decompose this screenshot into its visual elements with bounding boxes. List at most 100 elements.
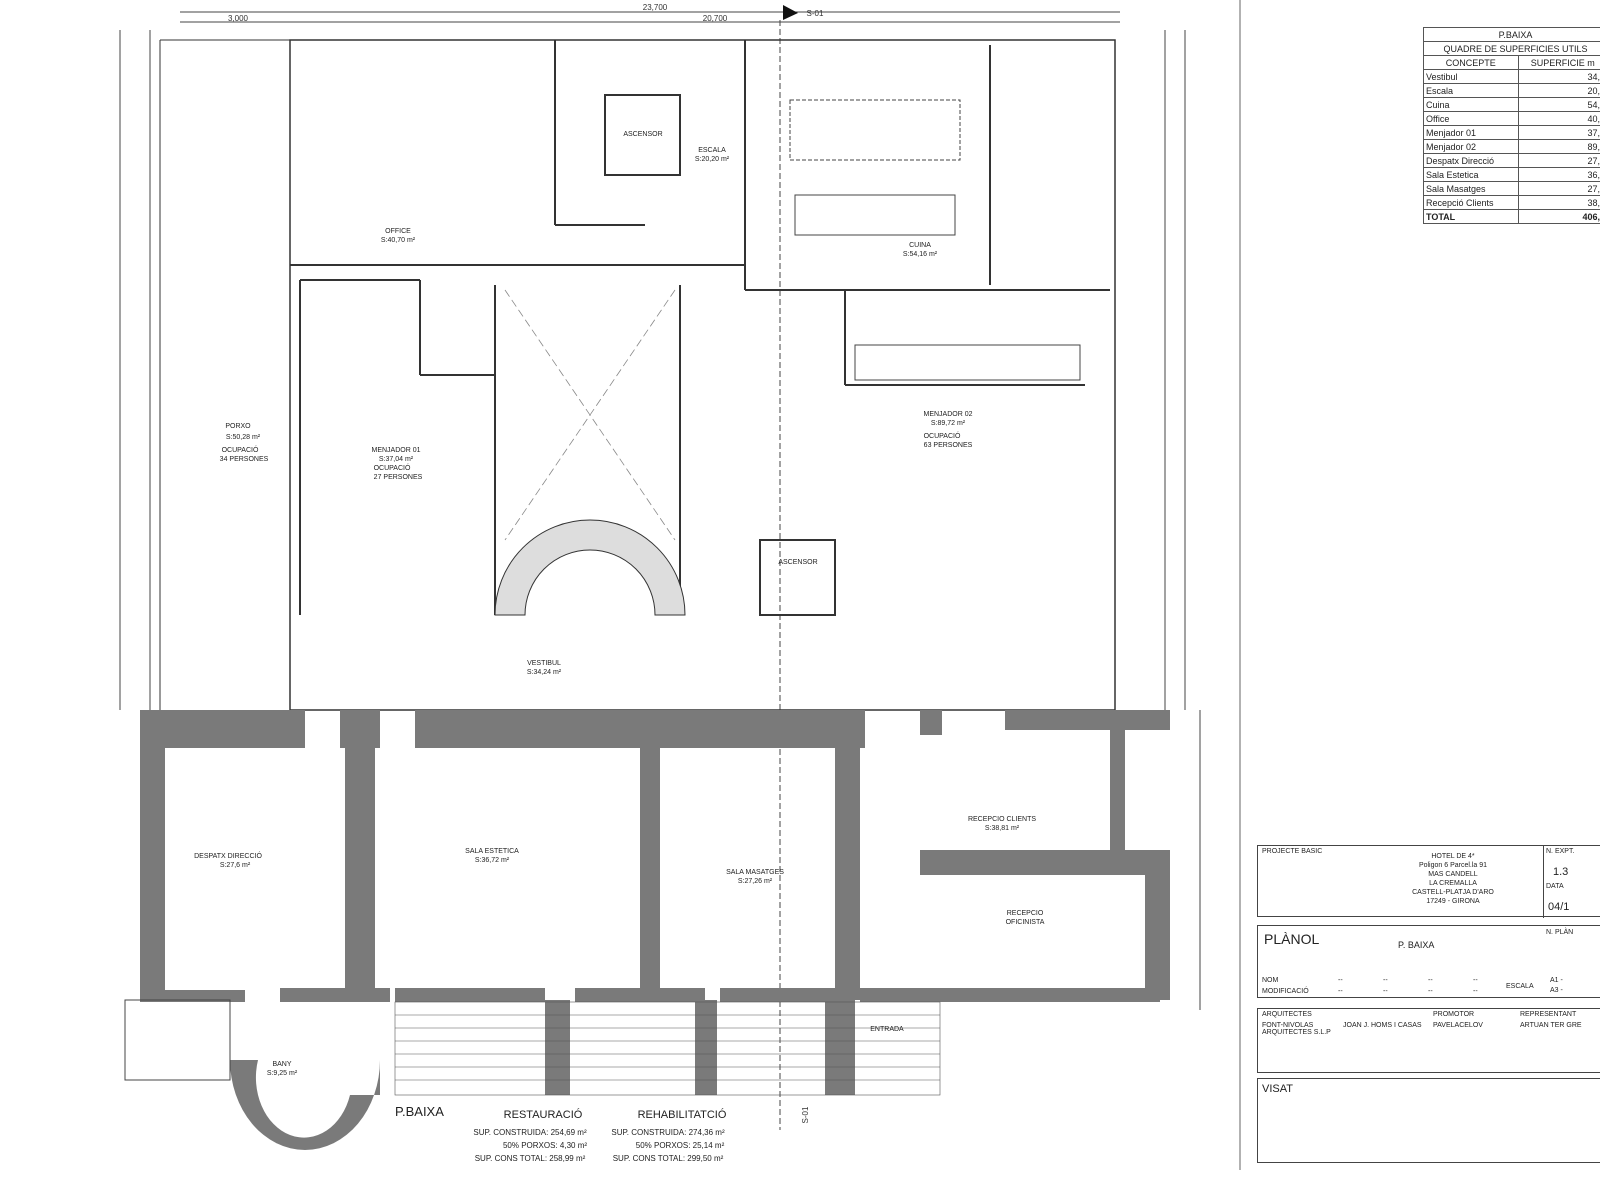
- superficie-cell: 40,7: [1517, 111, 1600, 126]
- project-line: LA CREMALLA: [1429, 880, 1477, 887]
- despatx-name: DESPATX DIRECCIÓ: [194, 851, 262, 860]
- menjador02-occupancy-label: OCUPACIÓ: [924, 431, 961, 440]
- rehabilitacio-porxos: 50% PORXOS: 25,14 m²: [636, 1141, 725, 1150]
- rehabilitacio-title: REHABILITATCIÓ: [638, 1108, 727, 1121]
- recepcio-oficinista-line2: OFICINISTA: [1006, 919, 1045, 926]
- restauracio-porxos: 50% PORXOS: 4,30 m²: [503, 1141, 587, 1150]
- restauracio-total: SUP. CONS TOTAL: 258,99 m²: [475, 1154, 586, 1163]
- recepcio-oficinista-line1: RECEPCIO: [1007, 910, 1044, 917]
- superficie-cell: 38,8: [1517, 195, 1600, 210]
- title-block-planol: PLÀNOL P. BAIXA N. PLÀN NOM MODIFICACIÓ …: [1257, 925, 1600, 998]
- escala-area: S:20,20 m²: [695, 156, 730, 163]
- concepte-cell: Escala: [1423, 83, 1519, 98]
- office-name: OFFICE: [385, 228, 411, 235]
- porxo-occupancy: 34 PERSONES: [220, 456, 269, 463]
- bany-name: BANY: [272, 1061, 291, 1068]
- room-labels: OFFICE S:40,70 m² ESCALA S:20,20 m² ASCE…: [194, 131, 1045, 1077]
- superficie-cell: 37,0: [1517, 125, 1600, 140]
- superficie-cell: 34,2: [1517, 69, 1600, 84]
- dash: --: [1428, 988, 1433, 995]
- promotor: PAVELACELOV: [1433, 1022, 1483, 1029]
- area-table-title: P.BAIXA: [1423, 27, 1600, 42]
- project-address: HOTEL DE 4* Poligon 6 Parcel.la 91 MAS C…: [1358, 852, 1548, 906]
- dept-value: 1.3: [1553, 866, 1569, 878]
- concepte-cell: Office: [1423, 111, 1519, 126]
- superficie-cell: 20,2: [1517, 83, 1600, 98]
- escala-a1: A1 -: [1550, 977, 1563, 984]
- office-area: S:40,70 m²: [381, 237, 416, 244]
- concepte-cell: Menjador 02: [1423, 139, 1519, 154]
- concepte-cell: Sala Masatges: [1423, 181, 1519, 196]
- sala-estetica-name: SALA ESTETICA: [465, 848, 519, 855]
- porxo-occupancy-label: OCUPACIÓ: [222, 445, 259, 454]
- vestibul-area: S:34,24 m²: [527, 669, 562, 676]
- planol-label: PLÀNOL: [1264, 931, 1320, 947]
- elevator-shaft-top: [604, 94, 681, 176]
- ascensor-top-name: ASCENSOR: [623, 131, 662, 138]
- entrada-name: ENTRADA: [870, 1026, 904, 1033]
- kitchen-counter: [854, 344, 1081, 381]
- ascensor-center-name: ASCENSOR: [778, 559, 817, 566]
- title-block-visat: VISAT: [1257, 1078, 1600, 1163]
- planol-value: P. BAIXA: [1398, 940, 1435, 950]
- dept-label: N. EXPT.: [1546, 848, 1575, 855]
- visat-label: VISAT: [1262, 1083, 1293, 1095]
- porxo-name: PORXO: [225, 423, 251, 430]
- modificacio-label: MODIFICACIÓ: [1262, 988, 1309, 995]
- dash: --: [1338, 988, 1343, 995]
- kitchen-hood: [789, 99, 961, 161]
- dash: --: [1473, 988, 1478, 995]
- restauracio-sup: SUP. CONSTRUIDA: 254,69 m²: [473, 1128, 587, 1137]
- concepte-cell: Recepció Clients: [1423, 195, 1519, 210]
- atrium-void: [504, 289, 676, 541]
- superficie-cell: 89,7: [1517, 139, 1600, 154]
- kitchen-island: [794, 194, 956, 236]
- dim-left-offset: 3,000: [228, 14, 249, 23]
- n-planol-label: N. PLÀN: [1546, 929, 1574, 936]
- section-arrow-top: [783, 5, 798, 20]
- sala-estetica-area: S:36,72 m²: [475, 857, 510, 864]
- arquitecte-2: JOAN J. HOMS I CASAS: [1343, 1022, 1422, 1029]
- sala-masatges-area: S:27,26 m²: [738, 878, 773, 885]
- despatx-area: S:27,6 m²: [220, 862, 251, 869]
- porxo-area: S:50,28 m²: [226, 434, 261, 441]
- superficie-cell: 27,6: [1517, 153, 1600, 168]
- escala-a3: A3 -: [1550, 987, 1563, 994]
- rehabilitacio-sup: SUP. CONSTRUIDA: 274,36 m²: [611, 1128, 725, 1137]
- recepcio-clients-area: S:38,81 m²: [985, 825, 1020, 832]
- menjador01-occupancy: 27 PERSONES: [374, 474, 423, 481]
- plan-label: P.BAIXA: [395, 1104, 444, 1119]
- menjador01-occupancy-label: OCUPACIÓ: [374, 463, 411, 472]
- dash: --: [1338, 977, 1343, 984]
- data-value: 04/1: [1548, 901, 1570, 913]
- project-line: Poligon 6 Parcel.la 91: [1418, 862, 1488, 869]
- dim-total-width: 23,700: [643, 3, 668, 12]
- superficie-cell: 54,1: [1517, 97, 1600, 112]
- data-label: DATA: [1546, 883, 1564, 890]
- project-line: HOTEL DE 4*: [1431, 853, 1475, 860]
- concepte-cell: Vestibul: [1423, 69, 1519, 84]
- total-label: TOTAL: [1423, 209, 1519, 224]
- cuina-area: S:54,16 m²: [903, 251, 938, 258]
- concepte-cell: Despatx Direcció: [1423, 153, 1519, 168]
- concepte-cell: Sala Estetica: [1423, 167, 1519, 182]
- project-line: CASTELL-PLATJA D'ARO: [1412, 889, 1494, 896]
- section-mark-bottom: S-01: [801, 1106, 810, 1123]
- recepcio-clients-name: RECEPCIO CLIENTS: [968, 816, 1036, 823]
- brick-paving: [394, 1001, 941, 1096]
- area-table: P.BAIXA QUADRE DE SUPERFICIES UTILS CONC…: [1423, 27, 1600, 224]
- area-table-subtitle: QUADRE DE SUPERFICIES UTILS: [1423, 41, 1600, 56]
- upper-walls: [159, 39, 1116, 711]
- dash: --: [1473, 977, 1478, 984]
- concepte-cell: Cuina: [1423, 97, 1519, 112]
- representant-label: REPRESENTANT: [1520, 1011, 1577, 1018]
